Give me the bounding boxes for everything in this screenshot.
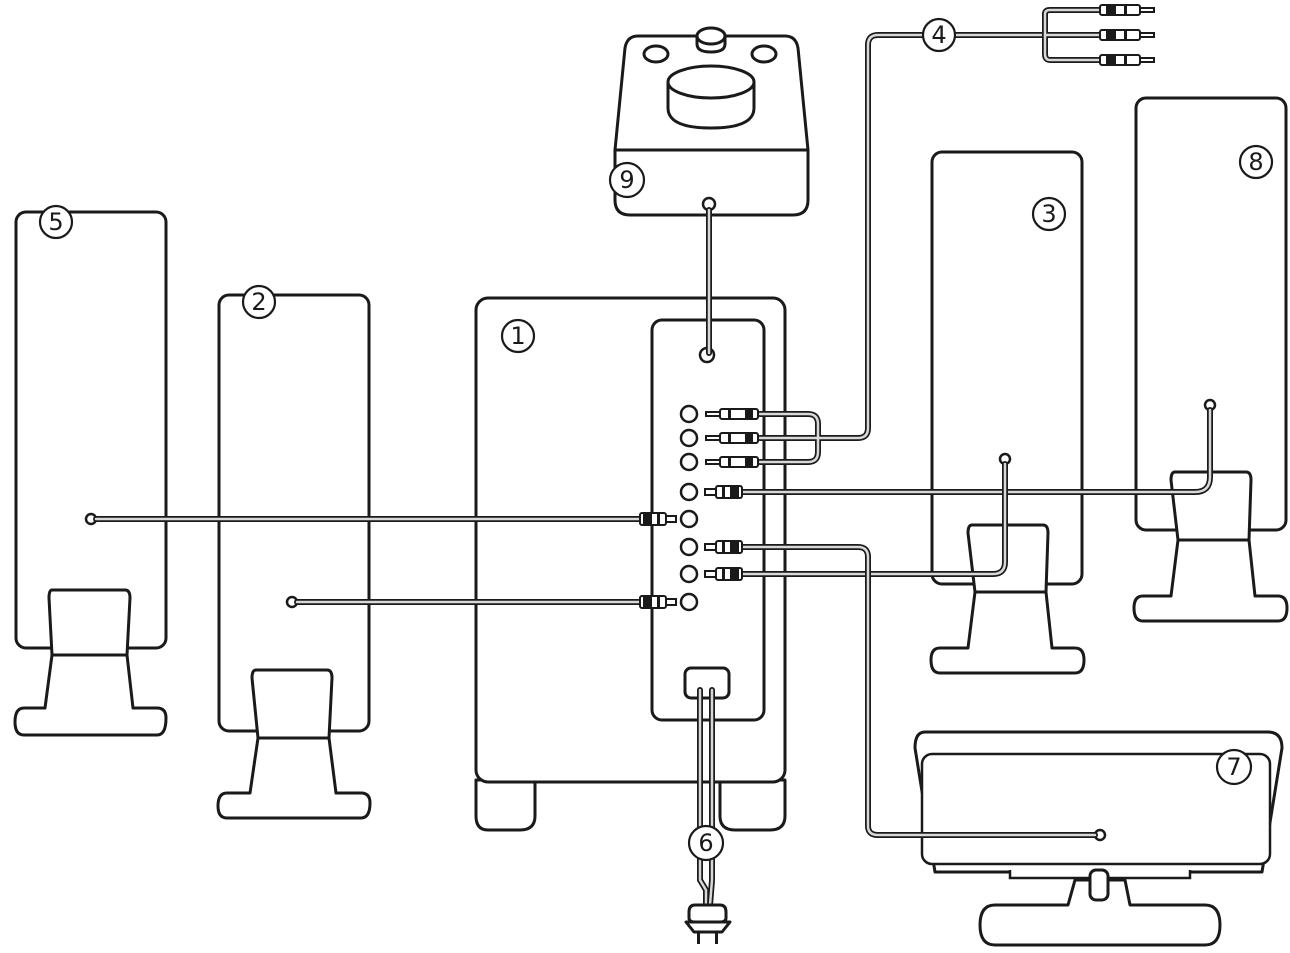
input-port-3 bbox=[679, 452, 699, 472]
source-plug-1 bbox=[1099, 4, 1155, 16]
output-port-1 bbox=[679, 482, 699, 502]
callout-control-pod: 9 bbox=[608, 161, 646, 199]
right-button-icon bbox=[750, 44, 778, 64]
callout-subwoofer: 1 bbox=[500, 318, 536, 354]
input-plug-3 bbox=[705, 456, 759, 468]
callout-audio-input-cable: 4 bbox=[921, 17, 957, 53]
output-plug-rear-left bbox=[639, 512, 677, 526]
rear-left-speaker-stand-base bbox=[13, 653, 168, 737]
rear-left-speaker-body bbox=[14, 210, 168, 650]
callout-subwoofer-label: 1 bbox=[510, 322, 525, 350]
plugs bbox=[639, 4, 1155, 944]
subwoofer-right-foot bbox=[718, 778, 787, 832]
wall-plug bbox=[684, 903, 732, 944]
output-port-4 bbox=[679, 564, 699, 584]
cables bbox=[93, 7, 1213, 908]
callout-rear-left-speaker-label: 5 bbox=[48, 208, 63, 236]
front-left-speaker-stand-base bbox=[216, 736, 372, 820]
front-left-speaker-body bbox=[217, 293, 371, 733]
callout-front-right-speaker-label: 3 bbox=[1041, 200, 1056, 228]
output-plug-center bbox=[704, 540, 743, 554]
front-left-speaker bbox=[216, 293, 372, 820]
power-socket bbox=[683, 666, 731, 700]
callout-power-cord-label: 6 bbox=[698, 829, 713, 857]
output-port-3 bbox=[679, 537, 699, 557]
top-button-icon bbox=[695, 26, 727, 46]
front-right-speaker-stand-base bbox=[929, 590, 1086, 675]
callout-center-speaker: 7 bbox=[1215, 748, 1253, 786]
callout-rear-right-speaker: 8 bbox=[1238, 144, 1274, 180]
front-right-speaker bbox=[929, 150, 1086, 675]
left-button-icon bbox=[642, 44, 670, 64]
callout-rear-right-speaker-label: 8 bbox=[1248, 148, 1263, 176]
input-plug-2 bbox=[705, 432, 759, 444]
callout-front-left-speaker: 2 bbox=[241, 284, 277, 320]
subwoofer bbox=[474, 296, 787, 832]
control-pod bbox=[613, 26, 810, 217]
callout-center-speaker-label: 7 bbox=[1226, 753, 1241, 781]
rear-left-speaker-stand-neck bbox=[47, 588, 132, 657]
callout-front-left-speaker-label: 2 bbox=[251, 288, 266, 316]
volume-knob-top bbox=[666, 64, 756, 100]
input-plug-1 bbox=[705, 408, 759, 420]
source-plug-3 bbox=[1099, 54, 1155, 66]
center-speaker-stand-neck bbox=[1088, 868, 1110, 902]
output-port-2 bbox=[679, 509, 699, 529]
callout-power-cord: 6 bbox=[687, 824, 725, 862]
output-plug-front-right bbox=[704, 567, 743, 581]
callout-control-pod-label: 9 bbox=[619, 166, 634, 194]
front-left-speaker-stand-neck bbox=[250, 668, 334, 740]
source-plug-2 bbox=[1099, 29, 1155, 41]
rear-right-speaker-stand-base bbox=[1132, 538, 1289, 623]
output-port-5 bbox=[679, 592, 699, 612]
output-plug-rear-right bbox=[704, 485, 743, 499]
output-plug-front-left bbox=[639, 595, 677, 609]
rear-left-speaker bbox=[13, 210, 168, 737]
input-port-2 bbox=[679, 428, 699, 448]
input-port-1 bbox=[679, 404, 699, 424]
callout-audio-input-cable-label: 4 bbox=[931, 21, 946, 49]
callout-rear-left-speaker: 5 bbox=[38, 204, 74, 240]
center-speaker-stand-base bbox=[978, 878, 1222, 947]
callout-front-right-speaker: 3 bbox=[1031, 196, 1067, 232]
subwoofer-left-foot bbox=[474, 778, 537, 832]
control-pod-front bbox=[613, 148, 810, 217]
